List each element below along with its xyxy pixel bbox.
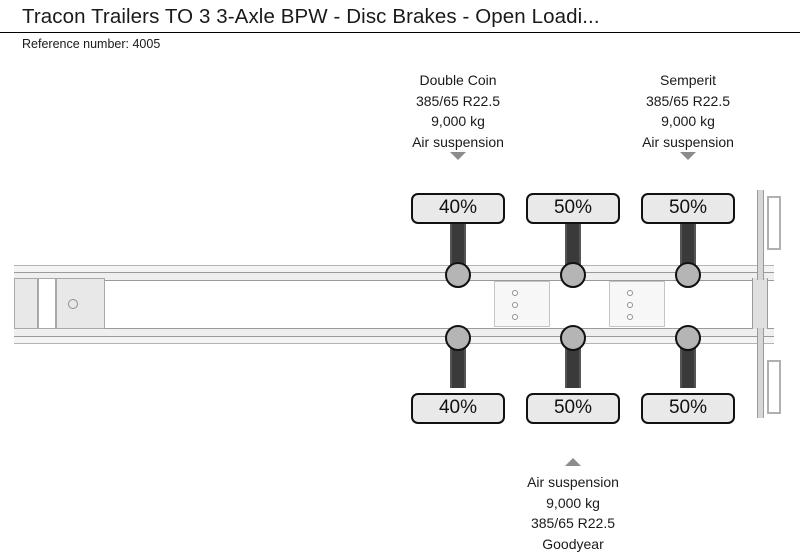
header-divider [0, 32, 800, 33]
axle-size-top-right: 385/65 R22.5 [645, 92, 731, 109]
tread-badge-axle-1-right[interactable]: 40% [411, 393, 505, 424]
axle-size-bottom: 385/65 R22.5 [530, 515, 616, 531]
page-title: Tracon Trailers TO 3 3-Axle BPW - Disc B… [22, 5, 600, 28]
suspension-dot [512, 302, 518, 308]
hub-axle-2-right [560, 325, 586, 351]
hub-axle-2-left [560, 262, 586, 288]
hub-axle-3-left [675, 262, 701, 288]
axle-label-top-left: Double Coin 385/65 R22.5 9,000 kg Air su… [358, 70, 558, 152]
hub-axle-3-right [675, 325, 701, 351]
suspension-dot [512, 290, 518, 296]
rear-post-top [757, 190, 764, 280]
tread-badge-axle-3-right[interactable]: 50% [641, 393, 735, 424]
front-end-block [14, 278, 38, 329]
hub-axle-1-right [445, 325, 471, 351]
suspension-block-1 [494, 281, 550, 327]
triangle-up-icon-bottom [565, 458, 581, 466]
tread-badge-axle-3-left[interactable]: 50% [641, 193, 735, 224]
suspension-dot [627, 314, 633, 320]
suspension-block-2 [609, 281, 665, 327]
suspension-dot [627, 290, 633, 296]
axle-brand-top-right: Semperit [659, 72, 717, 88]
rear-light-panel-top [767, 196, 781, 250]
axle-suspension-top-right: Air suspension [642, 133, 734, 150]
tread-badge-axle-1-left[interactable]: 40% [411, 193, 505, 224]
axle-suspension-top-left: Air suspension [412, 133, 504, 150]
suspension-dot [627, 302, 633, 308]
rear-light-panel-bottom [767, 360, 781, 414]
hub-axle-1-left [445, 262, 471, 288]
axle-label-top-right: Semperit 385/65 R22.5 9,000 kg Air suspe… [588, 70, 788, 152]
triangle-down-icon-top-left [450, 152, 466, 160]
kingpin-plate [56, 278, 105, 329]
axle-label-bottom-center: Air suspension 9,000 kg 385/65 R22.5 Goo… [473, 472, 673, 554]
suspension-dot [512, 314, 518, 320]
axle-capacity-bottom: 9,000 kg [546, 494, 600, 511]
axle-brand-top-left: Double Coin [419, 72, 497, 88]
axle-capacity-top-left: 9,000 kg [431, 113, 485, 129]
axle-suspension-bottom: Air suspension [527, 474, 619, 490]
axle-brand-bottom: Goodyear [542, 535, 604, 552]
axle-capacity-top-right: 9,000 kg [661, 113, 715, 129]
chassis-rail-bottom [14, 328, 774, 337]
triangle-down-icon-top-right [680, 152, 696, 160]
tread-badge-axle-2-left[interactable]: 50% [526, 193, 620, 224]
rear-post-bottom [757, 328, 764, 418]
tread-badge-axle-2-right[interactable]: 50% [526, 393, 620, 424]
kingpin-icon [68, 299, 78, 309]
chassis-rail-top [14, 272, 774, 281]
reference-number: Reference number: 4005 [22, 37, 161, 51]
front-gap-block [38, 278, 56, 329]
rear-crossmember [752, 278, 768, 329]
axle-size-top-left: 385/65 R22.5 [415, 92, 501, 109]
